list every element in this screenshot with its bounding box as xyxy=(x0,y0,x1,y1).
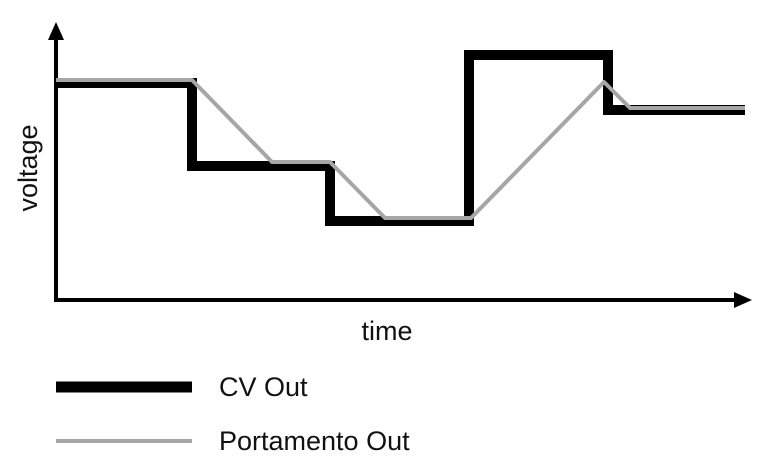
axes xyxy=(48,22,752,308)
y-axis-label: voltage xyxy=(13,124,43,211)
y-axis-arrowhead xyxy=(48,22,64,40)
x-axis-arrowhead xyxy=(734,292,752,308)
legend-label-portamento-out: Portamento Out xyxy=(219,426,410,456)
cv-out-line xyxy=(56,50,745,226)
legend-item-portamento-out: Portamento Out xyxy=(56,426,410,456)
x-axis-label: time xyxy=(361,316,412,346)
legend: CV Out Portamento Out xyxy=(56,372,410,456)
legend-label-cv-out: CV Out xyxy=(219,372,308,402)
legend-item-cv-out: CV Out xyxy=(56,372,308,402)
portamento-out-line xyxy=(56,78,745,220)
